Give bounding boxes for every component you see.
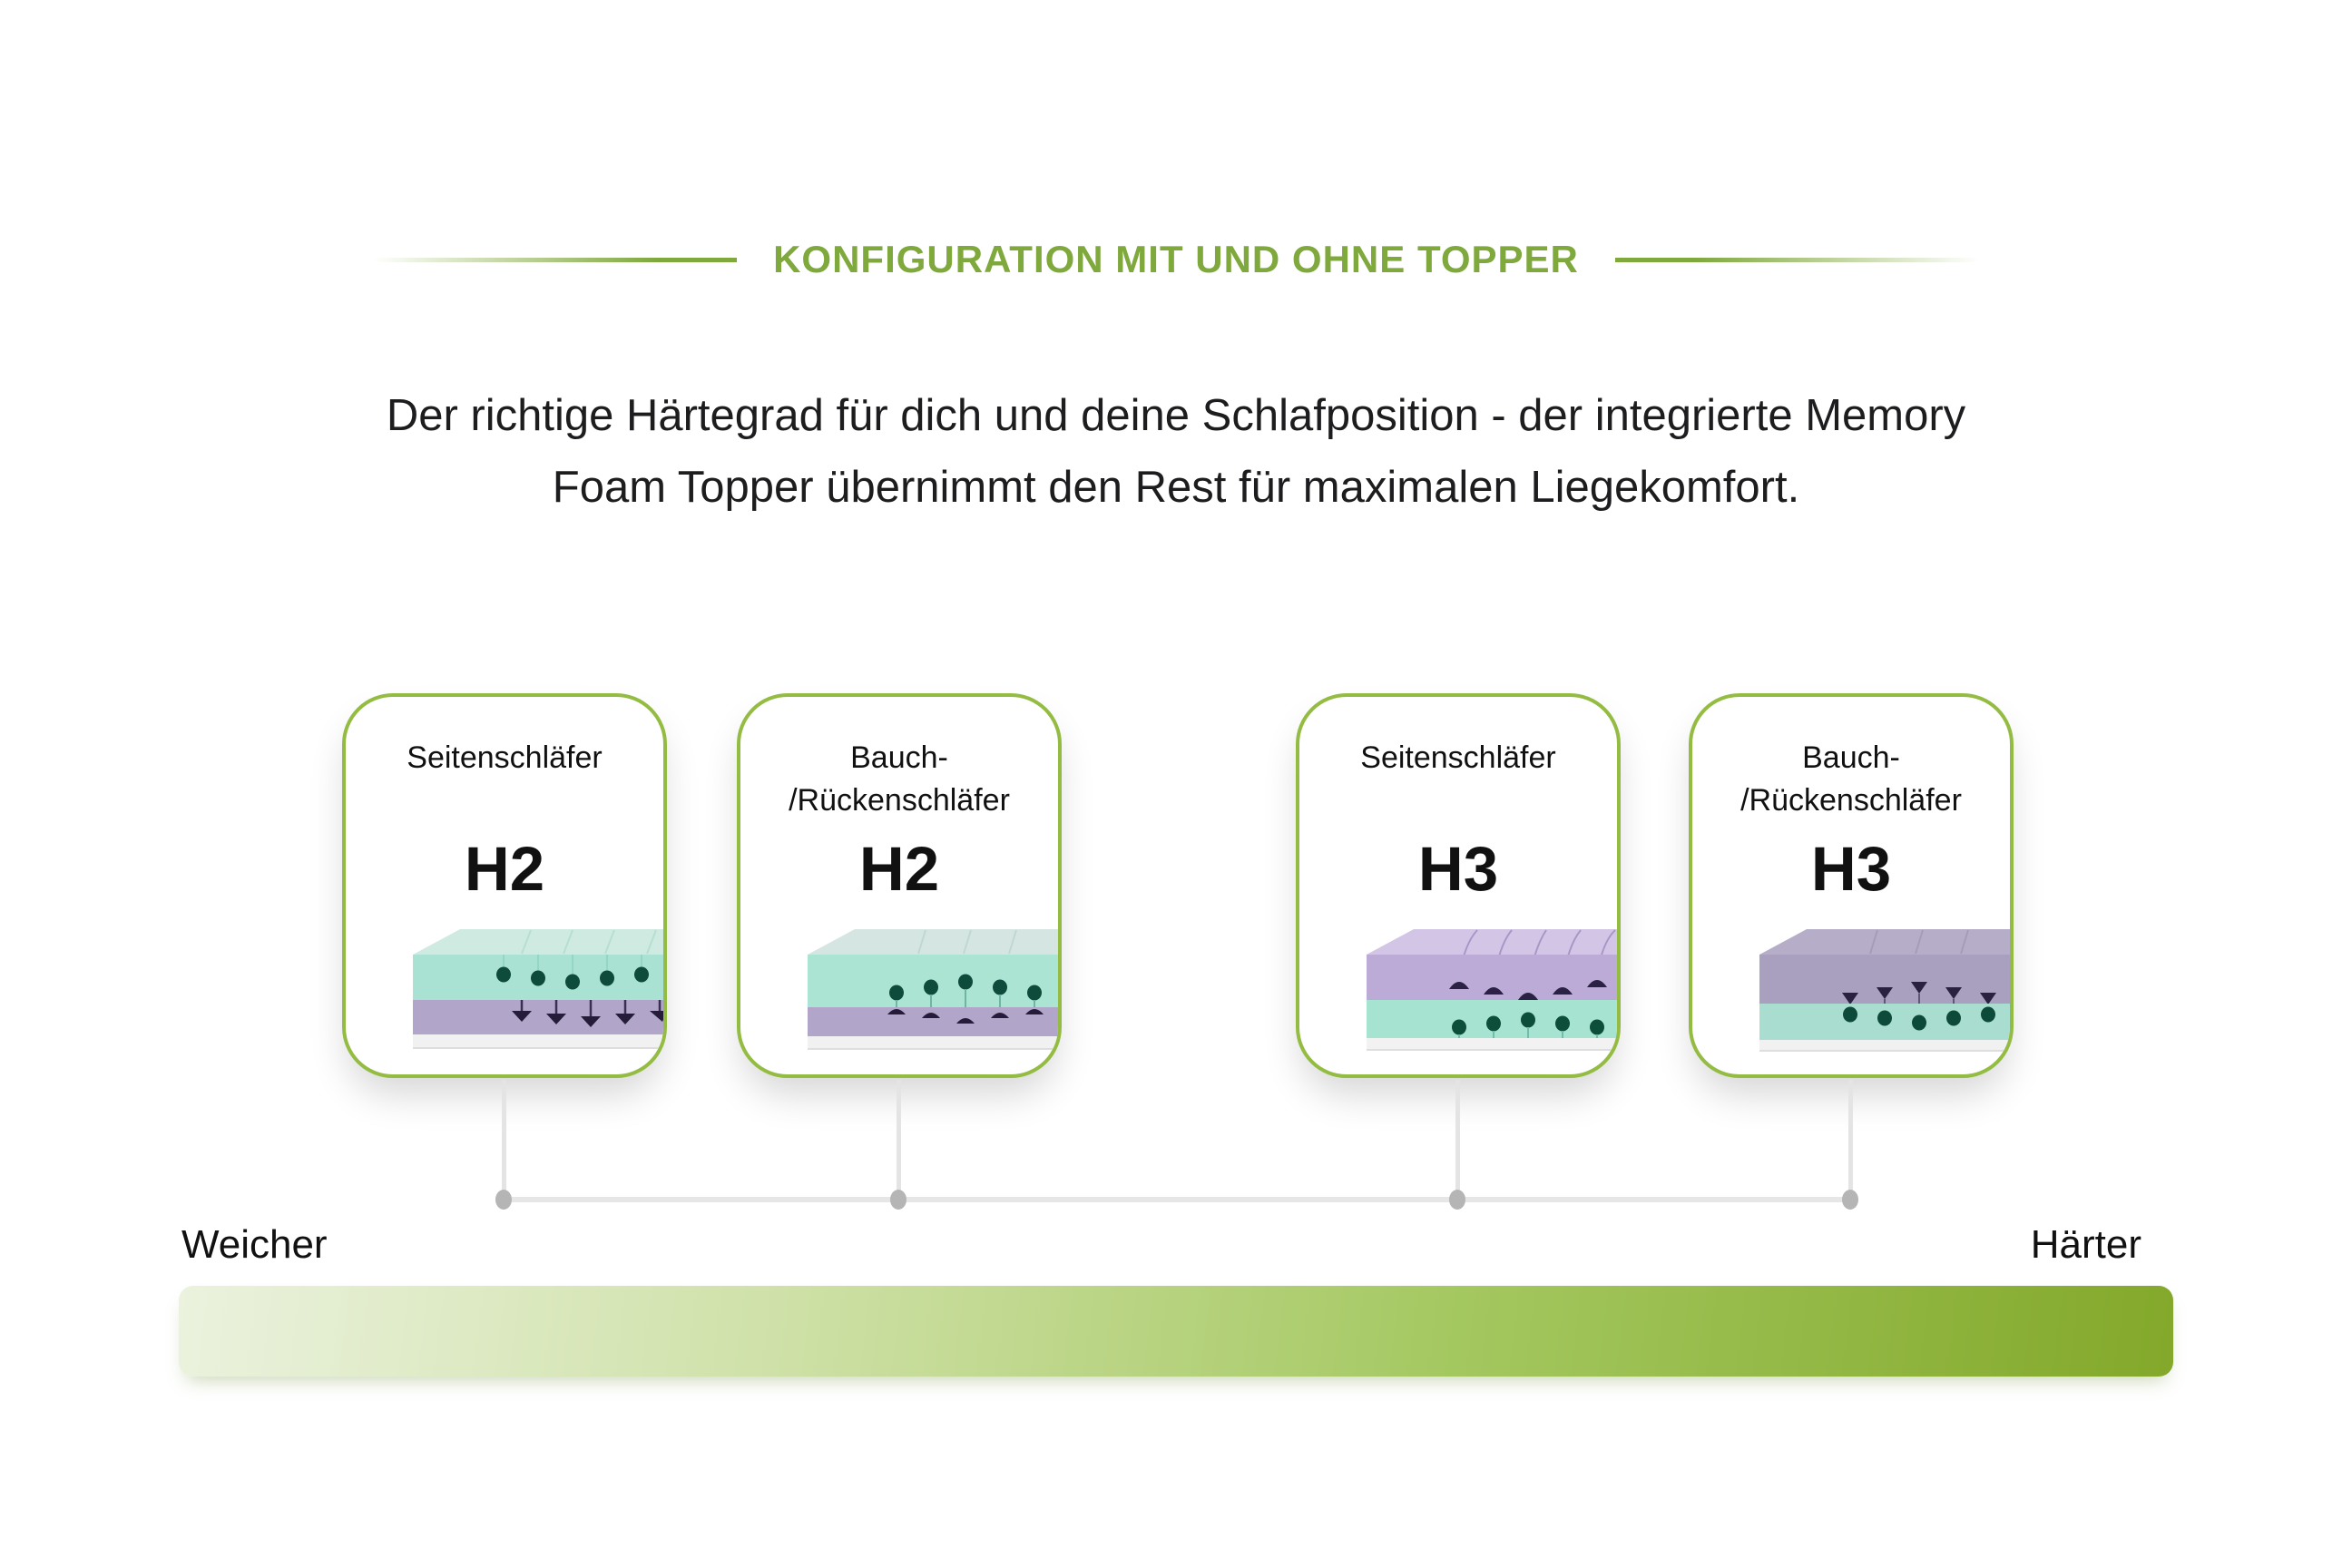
connector-vline-3 xyxy=(1455,1080,1460,1200)
sleeper-type-label: Seitenschläfer xyxy=(346,737,663,779)
connector-hline xyxy=(504,1197,1850,1202)
connector-dot-2 xyxy=(890,1190,906,1210)
card-h2-seitenschlaefer: Seitenschläfer H2 xyxy=(342,693,667,1078)
sleeper-type-label: Bauch- /Rückenschläfer xyxy=(740,737,1058,822)
sleeper-type-line2: /Rückenschläfer xyxy=(789,783,1010,818)
section-title: KONFIGURATION MIT UND OHNE TOPPER xyxy=(773,238,1579,280)
firmness-grade: H3 xyxy=(1810,834,1892,904)
connector-dot-1 xyxy=(495,1190,512,1210)
connector-dot-3 xyxy=(1449,1190,1465,1210)
scale-label-haerter: Härter xyxy=(2030,1222,2141,1267)
scale-label-weicher: Weicher xyxy=(181,1222,328,1267)
intro-text-line2: Foam Topper übernimmt den Rest für maxim… xyxy=(552,463,1800,512)
sleeper-type-line2: /Rückenschläfer xyxy=(1740,783,1962,818)
firmness-gradient-bar xyxy=(179,1286,2173,1377)
connector-vline-1 xyxy=(502,1080,506,1200)
intro-text-line1: Der richtige Härtegrad für dich und dein… xyxy=(386,391,1966,440)
mattress-cross-section-illustration xyxy=(1367,929,1617,1051)
mattress-cross-section-illustration xyxy=(808,929,1058,1050)
sleeper-type-line1: Seitenschläfer xyxy=(1360,740,1556,775)
mattress-cross-section-illustration xyxy=(1759,929,2010,1052)
title-rule-right xyxy=(1614,257,1978,262)
firmness-grade: H3 xyxy=(1417,834,1499,904)
connector-dot-4 xyxy=(1842,1190,1858,1210)
section-header: KONFIGURATION MIT UND OHNE TOPPER xyxy=(0,234,2352,285)
connector-vline-2 xyxy=(897,1080,901,1200)
sleeper-type-line1: Bauch- xyxy=(1802,740,1900,775)
connector-vline-4 xyxy=(1848,1080,1853,1200)
sleeper-type-line1: Seitenschläfer xyxy=(407,740,603,775)
card-h3-bauch-rueckenschlaefer: Bauch- /Rückenschläfer H3 xyxy=(1689,693,2014,1078)
title-rule-left xyxy=(374,257,738,262)
card-h2-bauch-rueckenschlaefer: Bauch- /Rückenschläfer H2 xyxy=(737,693,1062,1078)
firmness-grade: H2 xyxy=(464,834,545,904)
sleeper-type-line1: Bauch- xyxy=(850,740,948,775)
firmness-grade: H2 xyxy=(858,834,940,904)
card-h3-seitenschlaefer: Seitenschläfer H3 xyxy=(1296,693,1621,1078)
sleeper-type-label: Bauch- /Rückenschläfer xyxy=(1692,737,2010,822)
sleeper-type-label: Seitenschläfer xyxy=(1299,737,1617,779)
intro-text: Der richtige Härtegrad für dich und dein… xyxy=(0,380,2352,524)
mattress-cross-section-illustration xyxy=(413,929,663,1049)
